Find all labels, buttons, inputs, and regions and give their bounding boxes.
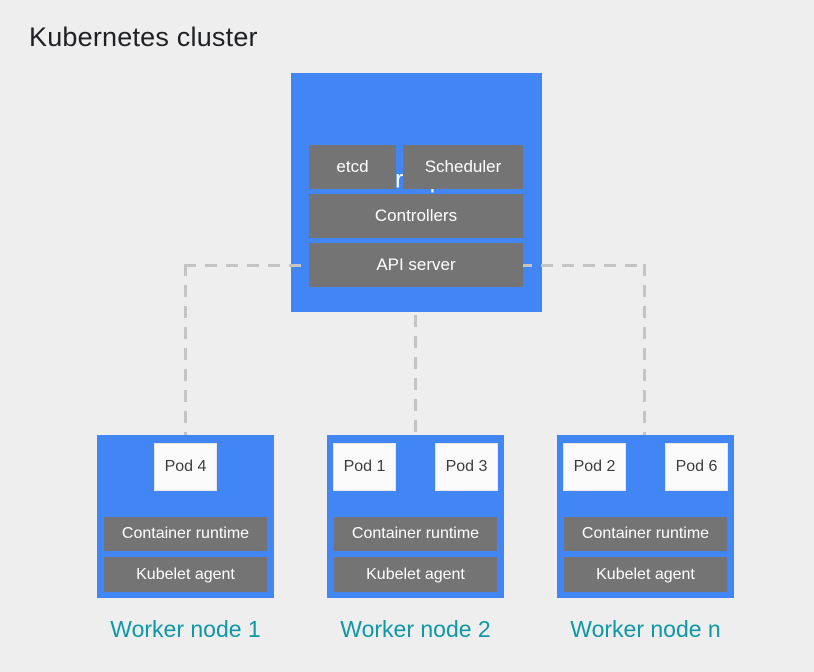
kubelet-agent-box: Kubelet agent bbox=[104, 557, 267, 592]
controllers-box: Controllers bbox=[309, 194, 523, 238]
worker-node-2-box: Pod 1 Pod 3 Container runtime Kubelet ag… bbox=[327, 435, 504, 598]
diagram-title: Kubernetes cluster bbox=[29, 22, 258, 52]
connector-line-to-worker-node-n bbox=[643, 264, 646, 436]
container-runtime-box: Container runtime bbox=[564, 517, 727, 551]
api-server-box: API server bbox=[309, 243, 523, 287]
worker-node-2-label: Worker node 2 bbox=[340, 616, 491, 642]
pod-box: Pod 1 bbox=[333, 443, 396, 491]
worker-node-1-label: Worker node 1 bbox=[110, 616, 261, 642]
container-runtime-box: Container runtime bbox=[104, 517, 267, 551]
kubelet-agent-box: Kubelet agent bbox=[334, 557, 497, 592]
connector-line-to-worker-node-1 bbox=[184, 264, 187, 436]
etcd-box: etcd bbox=[309, 145, 396, 189]
kubelet-agent-box: Kubelet agent bbox=[564, 557, 727, 592]
worker-node-n-label: Worker node n bbox=[570, 616, 721, 642]
pod-box: Pod 6 bbox=[665, 443, 728, 491]
container-runtime-box: Container runtime bbox=[334, 517, 497, 551]
pod-box: Pod 4 bbox=[154, 443, 217, 491]
worker-node-n-box: Pod 2 Pod 6 Container runtime Kubelet ag… bbox=[557, 435, 734, 598]
pod-box: Pod 3 bbox=[435, 443, 498, 491]
control-plane-box: Control plane etcd Scheduler Controllers… bbox=[291, 73, 542, 312]
pod-box: Pod 2 bbox=[563, 443, 626, 491]
worker-node-1-box: Pod 4 Container runtime Kubelet agent bbox=[97, 435, 274, 598]
connector-line-to-worker-node-2 bbox=[414, 315, 417, 436]
scheduler-box: Scheduler bbox=[403, 145, 523, 189]
